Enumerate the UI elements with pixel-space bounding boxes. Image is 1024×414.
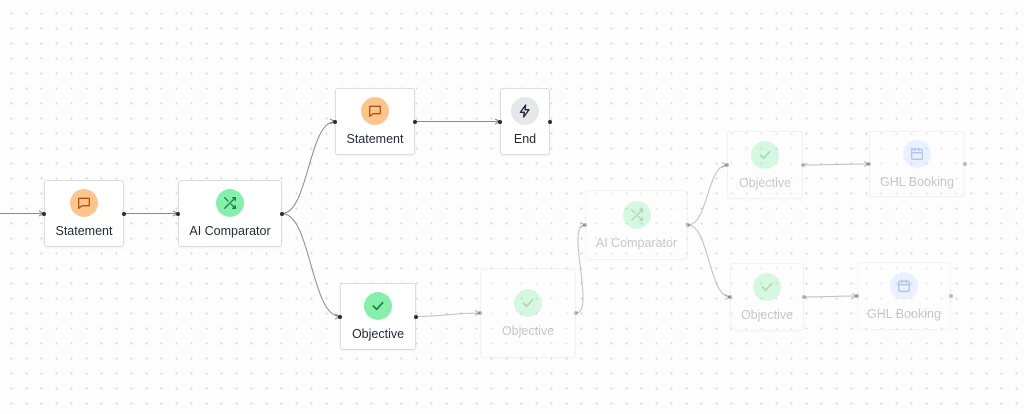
node-label: AI Comparator: [595, 235, 678, 250]
node-comparator[interactable]: AI Comparator: [583, 190, 690, 260]
input-handle[interactable]: [725, 163, 729, 167]
edge-n5-to-n6[interactable]: [415, 312, 481, 317]
node-booking[interactable]: GHL Booking: [855, 262, 953, 330]
edge-n6-to-n7[interactable]: [575, 224, 586, 314]
edge-n7-to-n10[interactable]: [687, 224, 731, 298]
input-handle[interactable]: [498, 119, 502, 124]
chat-bubble-icon: [361, 97, 389, 125]
node-label: GHL Booking: [880, 174, 954, 189]
node-end[interactable]: End: [498, 88, 552, 155]
check-icon: [753, 272, 781, 301]
calendar-icon: [890, 271, 918, 300]
calendar-icon: [903, 139, 931, 168]
output-handle[interactable]: [122, 211, 126, 216]
node-statement[interactable]: Statement: [333, 88, 417, 155]
edge-n2-to-n3[interactable]: [281, 121, 336, 214]
node-label: Objective: [740, 307, 794, 322]
node-statement[interactable]: Statement: [42, 180, 126, 247]
node-label: End: [513, 132, 537, 146]
check-icon: [751, 140, 779, 169]
output-handle[interactable]: [686, 223, 690, 227]
output-handle[interactable]: [802, 295, 806, 299]
output-handle[interactable]: [280, 211, 284, 216]
input-handle[interactable]: [867, 162, 871, 166]
input-handle[interactable]: [855, 294, 859, 298]
node-objective[interactable]: Objective: [478, 268, 578, 358]
node-label: Statement: [55, 224, 113, 238]
output-handle[interactable]: [963, 162, 967, 166]
output-handle[interactable]: [413, 119, 417, 124]
input-handle[interactable]: [478, 311, 482, 315]
shuffle-icon: [216, 189, 244, 217]
input-handle[interactable]: [728, 295, 732, 299]
output-handle[interactable]: [574, 311, 578, 315]
input-handle[interactable]: [42, 211, 46, 216]
output-handle[interactable]: [548, 119, 552, 124]
node-label: GHL Booking: [867, 306, 941, 321]
output-handle[interactable]: [801, 163, 805, 167]
chat-bubble-icon: [70, 189, 98, 217]
input-handle[interactable]: [333, 119, 337, 124]
node-label: Objective: [351, 327, 405, 341]
node-label: AI Comparator: [189, 224, 271, 238]
input-handle[interactable]: [338, 314, 342, 319]
lightning-icon: [511, 97, 539, 125]
node-comparator[interactable]: AI Comparator: [176, 180, 284, 247]
edge-n2-to-n5[interactable]: [281, 213, 341, 317]
output-handle[interactable]: [949, 294, 953, 298]
node-label: Objective: [501, 323, 555, 338]
edge-n7-to-n8[interactable]: [687, 164, 728, 226]
node-objective[interactable]: Objective: [725, 131, 805, 199]
node-booking[interactable]: GHL Booking: [867, 131, 967, 197]
input-handle[interactable]: [583, 223, 587, 227]
check-icon: [364, 292, 392, 320]
node-label: Statement: [346, 132, 404, 146]
output-handle[interactable]: [414, 314, 418, 319]
edge-n10-to-n11[interactable]: [803, 295, 858, 298]
node-objective[interactable]: Objective: [728, 263, 806, 331]
edge-n8-to-n9[interactable]: [802, 163, 870, 166]
check-icon: [514, 288, 542, 317]
node-objective[interactable]: Objective: [338, 283, 418, 350]
shuffle-icon: [622, 200, 651, 229]
input-handle[interactable]: [176, 211, 180, 216]
node-label: Objective: [738, 175, 792, 190]
